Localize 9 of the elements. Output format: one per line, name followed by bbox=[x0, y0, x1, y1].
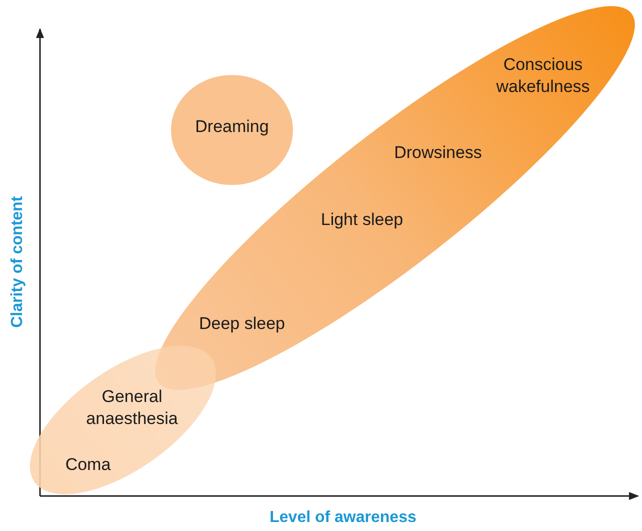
state-label: Coma bbox=[64, 454, 112, 476]
state-label: Deep sleep bbox=[198, 312, 286, 335]
state-label: Drowsiness bbox=[393, 142, 483, 164]
axis-title: Clarity of content bbox=[9, 196, 27, 328]
axis-title: Level of awareness bbox=[270, 509, 416, 527]
state-label: General anaesthesia bbox=[85, 386, 179, 430]
state-label: Dreaming bbox=[194, 116, 270, 138]
state-label: Light sleep bbox=[320, 208, 404, 231]
state-label: Conscious wakefulness bbox=[495, 54, 591, 98]
